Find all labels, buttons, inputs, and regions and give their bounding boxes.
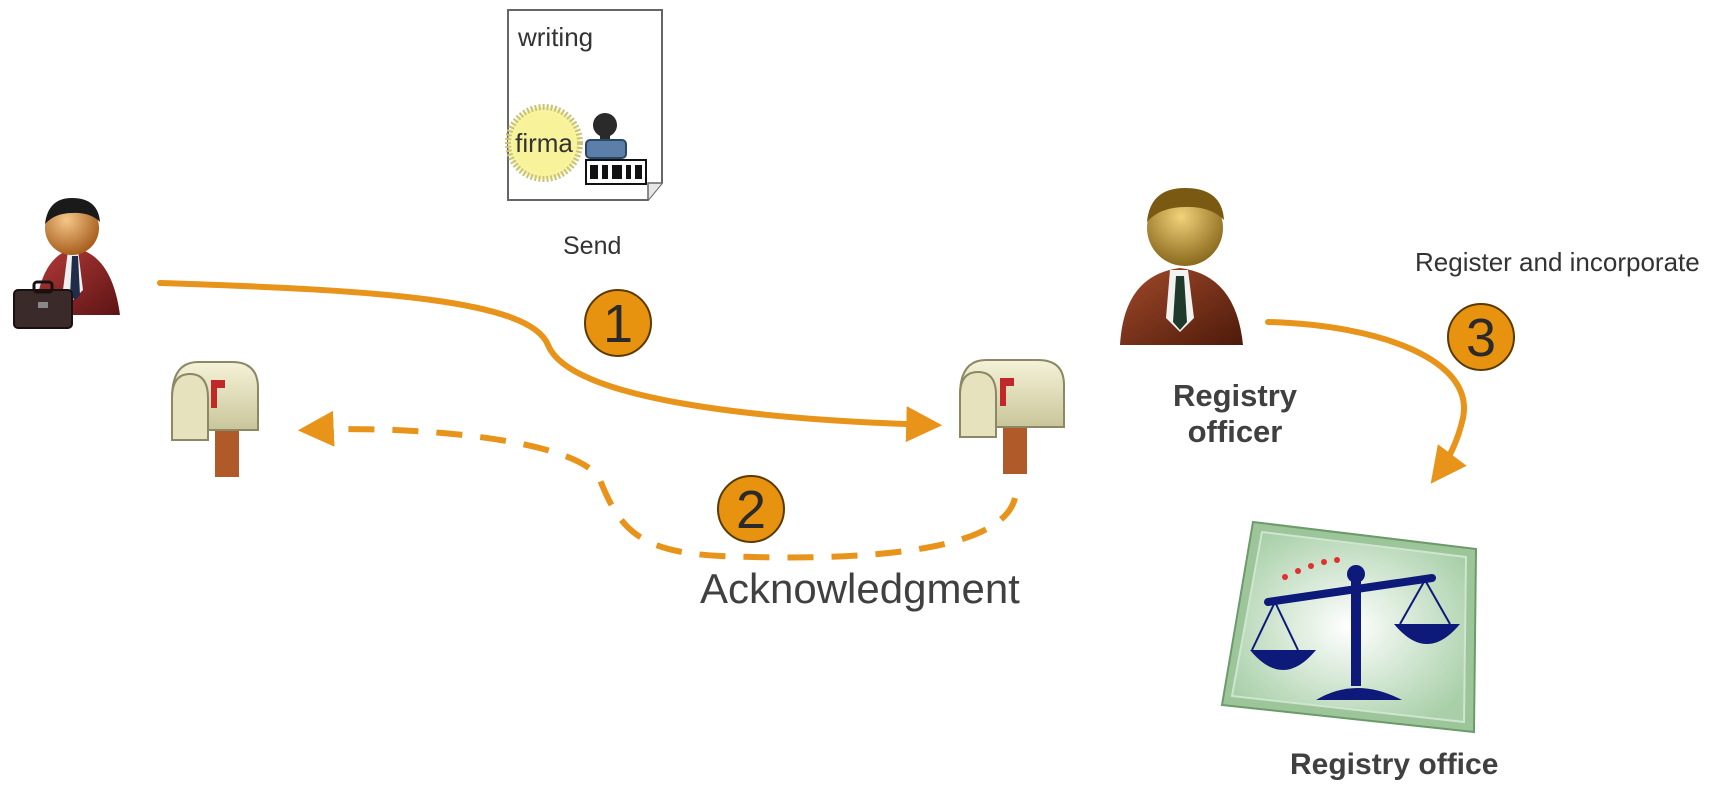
seal-text: firma [515, 128, 573, 158]
step-3-number: 3 [1466, 308, 1496, 368]
registry-officer-icon [1120, 188, 1243, 345]
step-3-badge: 3 [1447, 303, 1515, 371]
step-2-badge: 2 [717, 475, 785, 543]
step-2-label: Acknowledgment [700, 565, 1020, 612]
seal-icon: firma [505, 104, 583, 182]
justice-scales-icon [1220, 520, 1478, 734]
registry-office-label: Registry office [1290, 748, 1499, 781]
register-flow-arrow [1265, 319, 1468, 484]
businessman-with-briefcase-icon [13, 198, 120, 329]
stamp-icon [585, 113, 647, 185]
step-1-label: Send [563, 232, 622, 260]
step-2-number: 2 [736, 480, 766, 540]
step-3-label: Register and incorporate [1415, 247, 1700, 277]
acknowledgment-flow-arrow [297, 410, 1018, 561]
registry-officer-label: Registry officer [1172, 378, 1298, 449]
registry-mailbox-icon [959, 359, 1065, 474]
document-title: writing [518, 22, 594, 52]
send-flow-arrow [157, 280, 943, 443]
step-1-badge: 1 [584, 289, 652, 357]
step-1-number: 1 [603, 294, 633, 354]
sender-mailbox-icon [171, 361, 259, 477]
